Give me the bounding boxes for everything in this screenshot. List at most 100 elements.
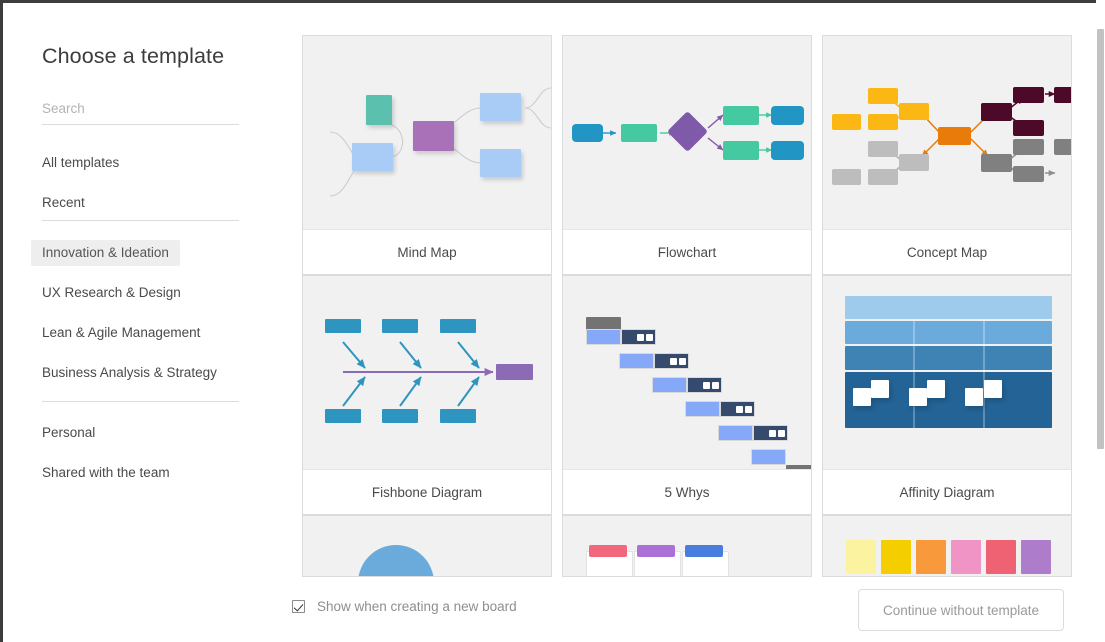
- fishbone-top-1: [382, 319, 418, 333]
- template-card-flowchart[interactable]: Flowchart: [562, 35, 812, 275]
- flowchart-process-3: [723, 141, 759, 160]
- sidebar-item-recent[interactable]: Recent: [42, 195, 85, 210]
- whys-question-3: [685, 401, 720, 417]
- template-thumbnail-five-whys: [563, 276, 811, 469]
- concept-graydark-3: [1054, 139, 1071, 155]
- sidebar-item-ux-research-design[interactable]: UX Research & Design: [42, 285, 181, 300]
- show-on-new-board-checkbox-row[interactable]: Show when creating a new board: [292, 599, 517, 614]
- whys-question-2: [652, 377, 687, 393]
- template-card-concept-map[interactable]: Concept Map: [822, 35, 1072, 275]
- concept-maroon-2: [1013, 120, 1044, 136]
- fishbone-bottom-1: [382, 409, 418, 423]
- radial-shape: [358, 545, 434, 576]
- sidebar-item-shared-with-the-team[interactable]: Shared with the team: [42, 465, 170, 480]
- show-on-new-board-label: Show when creating a new board: [317, 599, 517, 614]
- checkbox-checked-icon[interactable]: [292, 600, 305, 613]
- whys-dot-b-3: [745, 406, 752, 413]
- template-thumbnail-flowchart: [563, 36, 811, 229]
- mindmap-node-center: [413, 121, 454, 151]
- whys-question-1: [619, 353, 654, 369]
- affinity-sticky-5: [984, 380, 1002, 398]
- concept-graylight-mid: [899, 154, 929, 171]
- flowchart-end-1: [771, 106, 804, 125]
- whys-dot-a-4: [769, 430, 776, 437]
- concept-yellow-1: [868, 88, 898, 104]
- affinity-sticky-2: [909, 388, 927, 406]
- concept-graydark-mid: [981, 154, 1012, 172]
- concept-maroon-1: [1013, 87, 1044, 103]
- template-card-fishbone-diagram[interactable]: Fishbone Diagram: [302, 275, 552, 515]
- template-card-template-r3c3[interactable]: [822, 515, 1072, 577]
- fishbone-bottom-2: [440, 409, 476, 423]
- whys-dot-a-2: [703, 382, 710, 389]
- whys-dot-a-3: [736, 406, 743, 413]
- whys-dot-a-1: [670, 358, 677, 365]
- template-card-five-whys[interactable]: 5 Whys: [562, 275, 812, 515]
- template-label-flowchart: Flowchart: [563, 229, 811, 274]
- template-card-affinity-diagram[interactable]: Affinity Diagram: [822, 275, 1072, 515]
- window-frame-left: [0, 0, 3, 642]
- concept-yellow-2: [868, 114, 898, 130]
- thumb-connectors: [913, 321, 985, 428]
- concept-graylight-2: [868, 169, 898, 185]
- fishbone-top-0: [325, 319, 361, 333]
- dialog-footer: Show when creating a new board Continue …: [9, 580, 1099, 642]
- sidebar: Choose a template All templatesRecentInn…: [9, 8, 293, 642]
- whys-dot-b-4: [778, 430, 785, 437]
- template-thumbnail-affinity-diagram: [823, 276, 1071, 469]
- sidebar-item-business-analysis-strategy[interactable]: Business Analysis & Strategy: [42, 365, 217, 380]
- search-field-wrapper[interactable]: [42, 100, 239, 125]
- sticky-note-1: [881, 540, 911, 574]
- affinity-row-3: [845, 346, 1052, 370]
- sticky-note-3: [951, 540, 981, 574]
- concept-graylight-1: [868, 141, 898, 157]
- concept-graylight-3: [832, 169, 861, 185]
- template-card-template-r3c2[interactable]: [562, 515, 812, 577]
- kanban-card-2: [637, 545, 675, 557]
- template-card-template-r3c1[interactable]: [302, 515, 552, 577]
- search-input[interactable]: [42, 101, 239, 116]
- sticky-note-2: [916, 540, 946, 574]
- vertical-scrollbar-thumb[interactable]: [1097, 29, 1104, 449]
- template-label-fishbone-diagram: Fishbone Diagram: [303, 469, 551, 514]
- template-label-five-whys: 5 Whys: [563, 469, 811, 514]
- choose-template-dialog: Choose a template All templatesRecentInn…: [9, 8, 1099, 642]
- kanban-card-3: [685, 545, 723, 557]
- vertical-scrollbar-track[interactable]: [1096, 0, 1105, 642]
- window-frame-top: [0, 0, 1105, 3]
- sidebar-item-all-templates[interactable]: All templates: [42, 155, 120, 170]
- affinity-sticky-3: [927, 380, 945, 398]
- whys-dot-b-1: [679, 358, 686, 365]
- flowchart-start: [572, 124, 603, 142]
- sidebar-item-lean-agile-management[interactable]: Lean & Agile Management: [42, 325, 201, 340]
- sidebar-item-personal[interactable]: Personal: [42, 425, 96, 440]
- flowchart-process-2: [723, 106, 759, 125]
- affinity-sticky-0: [853, 388, 871, 406]
- sidebar-item-innovation-ideation[interactable]: Innovation & Ideation: [31, 240, 180, 266]
- template-thumbnail-template-r3c3: [823, 516, 1071, 576]
- sticky-note-0: [846, 540, 876, 574]
- continue-without-template-button[interactable]: Continue without template: [858, 589, 1064, 631]
- template-label-mind-map: Mind Map: [303, 229, 551, 274]
- sticky-note-5: [1021, 540, 1051, 574]
- affinity-row-1: [845, 296, 1052, 319]
- template-label-concept-map: Concept Map: [823, 229, 1071, 274]
- concept-maroon-mid: [981, 103, 1012, 121]
- mindmap-node-blue-left: [352, 143, 393, 171]
- template-thumbnail-concept-map: [823, 36, 1071, 229]
- affinity-row-2: [845, 321, 1052, 344]
- concept-graydark-1: [1013, 139, 1044, 155]
- sidebar-divider-1: [42, 401, 239, 402]
- whys-question-5: [751, 449, 786, 465]
- fishbone-bottom-0: [325, 409, 361, 423]
- template-label-affinity-diagram: Affinity Diagram: [823, 469, 1071, 514]
- concept-yellow-mid: [899, 103, 929, 120]
- whys-problem: [586, 317, 621, 330]
- template-card-mind-map[interactable]: Mind Map: [302, 35, 552, 275]
- sidebar-divider-0: [42, 220, 239, 221]
- flowchart-process-1: [621, 124, 657, 142]
- fishbone-head: [496, 364, 533, 380]
